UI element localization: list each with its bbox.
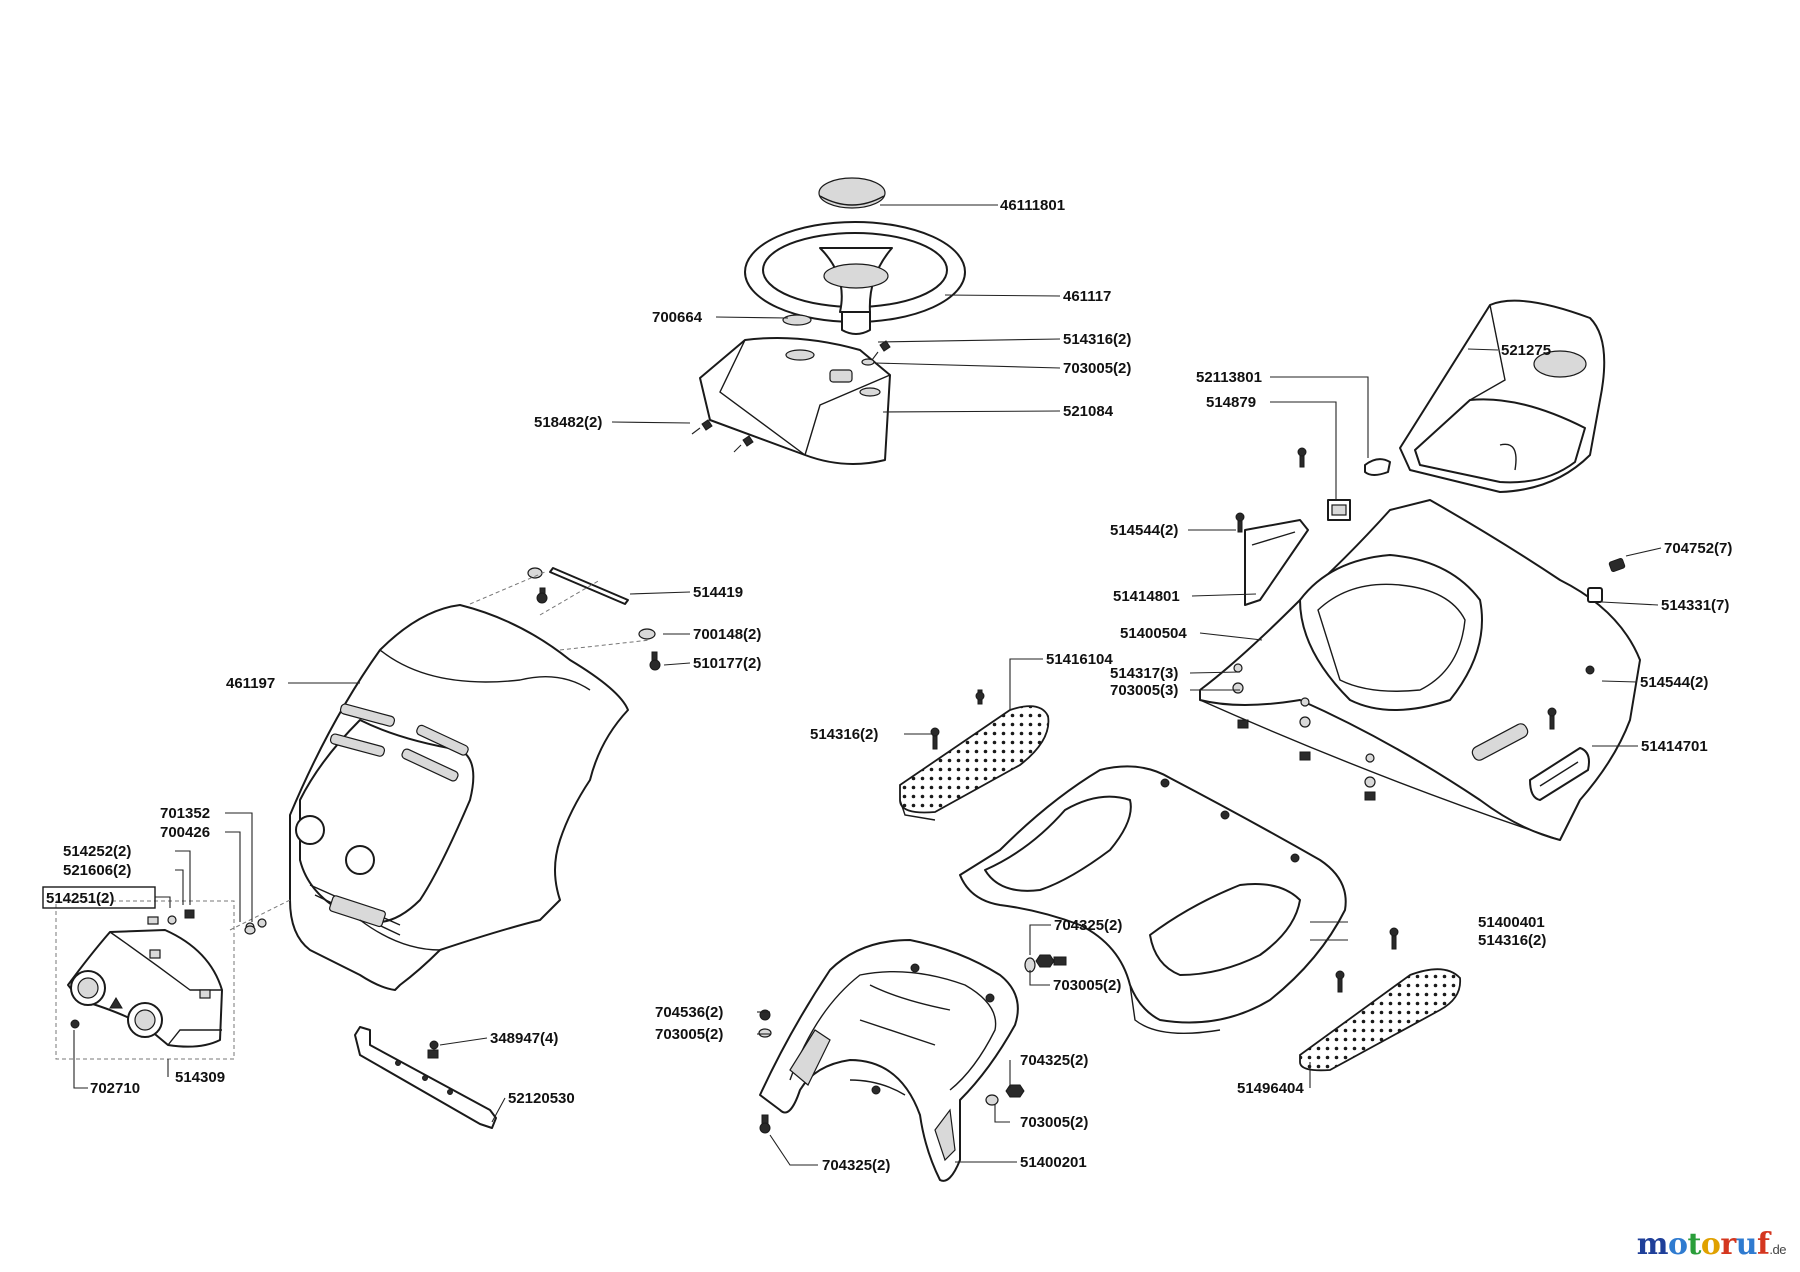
brand-letter-o1: o bbox=[1668, 1227, 1688, 1262]
label-51400201: 51400201 bbox=[1020, 1154, 1087, 1171]
leader-lines bbox=[73, 204, 1662, 1166]
rear-body-51400504 bbox=[1199, 499, 1641, 841]
label-514879: 514879 bbox=[1206, 394, 1256, 411]
label-514544-left: 514544(2) bbox=[1110, 522, 1178, 539]
label-514317: 514317(3) bbox=[1110, 665, 1178, 682]
washer-700664 bbox=[782, 314, 812, 326]
brand-tld: .de bbox=[1769, 1242, 1786, 1257]
label-704325-a: 704325(2) bbox=[1054, 917, 1122, 934]
brand-letter-u: u bbox=[1735, 1227, 1758, 1262]
side-trim-51414701 bbox=[1529, 707, 1590, 801]
brand-letter-r: r bbox=[1720, 1227, 1736, 1262]
label-52120530: 52120530 bbox=[508, 1090, 575, 1107]
label-704325-b: 704325(2) bbox=[1020, 1052, 1088, 1069]
bracket-52120530 bbox=[354, 1026, 497, 1129]
label-514544-right: 514544(2) bbox=[1640, 674, 1708, 691]
label-51400401: 51400401 bbox=[1478, 914, 1545, 931]
brand-logo: motoruf.de bbox=[1636, 1227, 1787, 1262]
callout-labels: 46111801 461117 700664 514316(2) 703005(… bbox=[42, 197, 1732, 1174]
front-fender-51400201 bbox=[759, 939, 1019, 1182]
label-461197: 461197 bbox=[226, 675, 275, 692]
label-514251: 514251(2) bbox=[46, 890, 114, 907]
label-514251-box bbox=[42, 886, 156, 909]
seat bbox=[1399, 299, 1606, 493]
label-461117: 461117 bbox=[1063, 288, 1111, 305]
hood-461197 bbox=[289, 604, 629, 991]
label-704752: 704752(7) bbox=[1664, 540, 1732, 557]
label-700664: 700664 bbox=[652, 309, 703, 326]
label-701352: 701352 bbox=[160, 805, 210, 822]
label-703005-c: 703005(2) bbox=[1020, 1114, 1088, 1131]
steering-console bbox=[699, 336, 891, 465]
label-348947: 348947(4) bbox=[490, 1030, 558, 1047]
headlight-fasteners bbox=[70, 909, 256, 1029]
label-51414701: 51414701 bbox=[1641, 738, 1708, 755]
label-514316-low: 514316(2) bbox=[1478, 932, 1546, 949]
label-702710: 702710 bbox=[90, 1080, 140, 1097]
label-514316-top: 514316(2) bbox=[1063, 331, 1131, 348]
seat-bracket-51414801 bbox=[1244, 519, 1309, 606]
label-703005-top: 703005(2) bbox=[1063, 360, 1131, 377]
label-51414801: 51414801 bbox=[1113, 588, 1180, 605]
label-514252: 514252(2) bbox=[63, 843, 131, 860]
hood-dash-lines bbox=[229, 571, 651, 931]
label-703005-b: 703005(2) bbox=[655, 1026, 723, 1043]
brand-letter-f: f bbox=[1757, 1227, 1770, 1262]
label-51416104: 51416104 bbox=[1046, 651, 1113, 668]
label-704325-c: 704325(2) bbox=[822, 1157, 890, 1174]
hood-fasteners bbox=[245, 567, 661, 932]
label-51496404: 51496404 bbox=[1237, 1080, 1304, 1097]
screws-console bbox=[691, 340, 891, 453]
label-51400504: 51400504 bbox=[1120, 625, 1187, 642]
brand-letter-m: m bbox=[1636, 1227, 1669, 1262]
label-704536: 704536(2) bbox=[655, 1004, 723, 1021]
label-521606: 521606(2) bbox=[63, 862, 131, 879]
label-514331: 514331(7) bbox=[1661, 597, 1729, 614]
label-514316-mid: 514316(2) bbox=[810, 726, 878, 743]
floor-pan-51400401 bbox=[959, 765, 1347, 1034]
label-521275: 521275 bbox=[1501, 342, 1551, 359]
label-700426: 700426 bbox=[160, 824, 210, 841]
label-514419: 514419 bbox=[693, 584, 743, 601]
label-703005-a: 703005(2) bbox=[1053, 977, 1121, 994]
seat-switch-parts bbox=[1327, 458, 1391, 521]
label-514309: 514309 bbox=[175, 1069, 225, 1086]
headlight-514309 bbox=[55, 900, 235, 1060]
brand-letter-o2: o bbox=[1700, 1227, 1721, 1262]
footrest-51496404 bbox=[1299, 927, 1462, 1072]
steering-wheel bbox=[744, 221, 966, 335]
rear-body-fasteners bbox=[1232, 447, 1626, 801]
label-700148: 700148(2) bbox=[693, 626, 761, 643]
label-510177: 510177(2) bbox=[693, 655, 761, 672]
label-518482: 518482(2) bbox=[534, 414, 602, 431]
label-521084: 521084 bbox=[1063, 403, 1114, 420]
label-46111801: 46111801 bbox=[1000, 197, 1065, 214]
footrest-51416104 bbox=[899, 689, 1050, 821]
label-52113801: 52113801 bbox=[1196, 369, 1262, 386]
label-703005-3: 703005(3) bbox=[1110, 682, 1178, 699]
brand-letter-t: t bbox=[1687, 1227, 1702, 1262]
steering-wheel-cap bbox=[818, 177, 886, 209]
